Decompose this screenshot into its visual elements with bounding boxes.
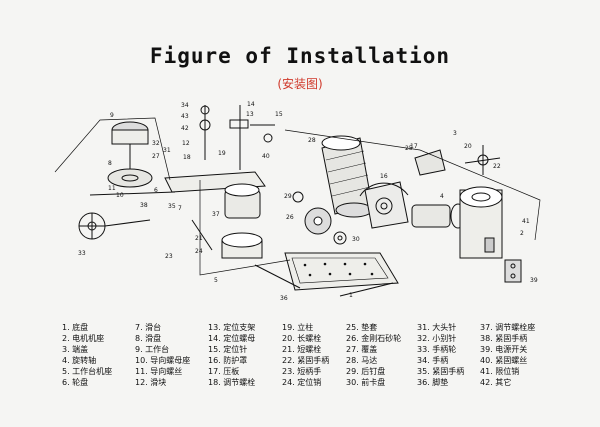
legend-item: 16. 防护罩 (208, 356, 248, 365)
legend-item: 18. 调节螺栓 (208, 378, 256, 387)
legend-item: 39. 电源开关 (480, 345, 528, 354)
callout-label: 39 (530, 277, 538, 284)
legend-item: 17. 压板 (208, 367, 240, 376)
legend-item: 21. 短螺栓 (282, 345, 322, 354)
legend-item: 26. 金刚石砂轮 (346, 334, 402, 343)
legend-item: 2. 电机机座 (62, 334, 105, 343)
legend-item: 42. 其它 (480, 378, 512, 387)
installation-diagram: 1 2 3 4 5 6 7 8 9 10 11 12 13 14 15 16 1… (54, 101, 541, 302)
legend-item: 36. 脚垫 (417, 378, 449, 387)
legend-item: 24. 定位销 (282, 378, 322, 387)
callout-label: 18 (183, 154, 191, 161)
legend-item: 34. 手柄 (417, 356, 449, 365)
legend-item: 31. 大头针 (417, 323, 457, 332)
callout-label: 36 (280, 295, 288, 302)
callout-label: 27 (152, 153, 160, 160)
callout-label: 3 (453, 130, 457, 137)
legend-item: 15. 定位针 (208, 345, 248, 354)
legend-item: 23. 短柄手 (282, 367, 322, 376)
callout-label: 38 (140, 202, 148, 209)
legend-item: 41. 限位销 (480, 367, 520, 376)
figure-subtitle: (安装图) (277, 77, 323, 91)
callout-label: 29 (284, 193, 292, 200)
legend-item: 13. 定位支架 (208, 323, 256, 332)
legend-item: 20. 长螺栓 (282, 334, 322, 343)
callout-label: 32 (152, 140, 160, 147)
base-plate (284, 252, 399, 291)
callout-label: 4 (440, 193, 444, 200)
callout-label: 11 (108, 185, 116, 192)
callout-label: 30 (352, 236, 360, 243)
callout-label: 31 (163, 147, 171, 154)
legend-column: 25. 垫套 26. 金刚石砂轮 27. 覆盖 28. 马达 29. 后钉盘 3… (346, 322, 401, 388)
legend-item: 11. 导向螺丝 (135, 367, 183, 376)
legend-item: 1. 底盘 (62, 323, 89, 332)
legend-item: 7. 滑台 (135, 323, 162, 332)
callout-label: 34 (181, 102, 189, 109)
legend-item: 29. 后钉盘 (346, 367, 386, 376)
callout-label: 22 (493, 163, 501, 170)
callout-label: 16 (380, 173, 388, 180)
legend-item: 37. 调节螺栓座 (480, 323, 536, 332)
callout-label: 40 (262, 153, 270, 160)
legend-item: 25. 垫套 (346, 323, 378, 332)
callout-label: 21 (195, 235, 203, 242)
callout-label: 10 (116, 192, 124, 199)
legend-column: 7. 滑台 8. 滑盘 9. 工作台 10. 导向螺母座 11. 导向螺丝 12… (135, 322, 190, 388)
legend-item: 27. 覆盖 (346, 345, 378, 354)
callout-label: 33 (78, 250, 86, 257)
legend-item: 6. 轮盘 (62, 378, 89, 387)
callout-label: 6 (154, 187, 158, 194)
callout-label: 24 (195, 248, 203, 255)
legend-item: 35. 紧固手柄 (417, 367, 465, 376)
legend-item: 5. 工作台机座 (62, 367, 113, 376)
callout-label: 5 (214, 277, 218, 284)
legend-item: 28. 马达 (346, 356, 378, 365)
callout-label: 20 (464, 143, 472, 150)
legend-item: 40. 紧固螺丝 (480, 356, 528, 365)
callout-label: 2 (520, 230, 524, 237)
legend-item: 14. 定位螺母 (208, 334, 256, 343)
legend-column: 1. 底盘 2. 电机机座 3. 端盖 4. 旋转轴 5. 工作台机座 6. 轮… (62, 322, 112, 388)
callout-label: 8 (108, 160, 112, 167)
callout-label: 13 (246, 111, 254, 118)
callout-label: 1 (349, 292, 353, 299)
legend-item: 3. 端盖 (62, 345, 89, 354)
legend-item: 19. 立柱 (282, 323, 314, 332)
callout-label: 15 (275, 111, 283, 118)
figure-title: Figure of Installation (149, 44, 451, 68)
legend-column: 13. 定位支架 14. 定位螺母 15. 定位针 16. 防护罩 17. 压板… (208, 322, 255, 388)
callout-label: 35 (168, 203, 176, 210)
callout-label: 43 (181, 113, 189, 120)
callout-label: 12 (182, 140, 190, 147)
legend-item: 33. 手柄轮 (417, 345, 457, 354)
legend-item: 38. 紧固手柄 (480, 334, 528, 343)
callout-label: 14 (247, 101, 255, 108)
callout-label: 28 (308, 137, 316, 144)
legend-item: 12. 滑块 (135, 378, 167, 387)
callout-label: 9 (110, 112, 114, 119)
legend-item: 30. 前卡盘 (346, 378, 386, 387)
legend-column: 31. 大头针 32. 小别针 33. 手柄轮 34. 手柄 35. 紧固手柄 … (417, 322, 464, 388)
legend-column: 19. 立柱 20. 长螺栓 21. 短螺栓 22. 紧固手柄 23. 短柄手 … (282, 322, 329, 388)
callout-label: 23 (165, 253, 173, 260)
legend-item: 32. 小别针 (417, 334, 457, 343)
legend-item: 9. 工作台 (135, 345, 170, 354)
callout-label: 41 (522, 218, 530, 225)
callout-label: 25 (405, 145, 413, 152)
legend-item: 10. 导向螺母座 (135, 356, 191, 365)
legend-item: 4. 旋转轴 (62, 356, 97, 365)
legend-item: 8. 滑盘 (135, 334, 162, 343)
legend-column: 37. 调节螺栓座 38. 紧固手柄 39. 电源开关 40. 紧固螺丝 41.… (480, 322, 535, 388)
callout-label: 26 (286, 214, 294, 221)
callout-label: 37 (212, 211, 220, 218)
callout-labels: 1 2 3 4 5 6 7 8 9 10 11 12 13 14 15 16 1… (78, 101, 538, 302)
callout-label: 19 (218, 150, 226, 157)
callout-label: 7 (178, 205, 182, 212)
callout-label: 17 (410, 143, 418, 150)
legend-item: 22. 紧固手柄 (282, 356, 330, 365)
callout-label: 42 (181, 125, 189, 132)
